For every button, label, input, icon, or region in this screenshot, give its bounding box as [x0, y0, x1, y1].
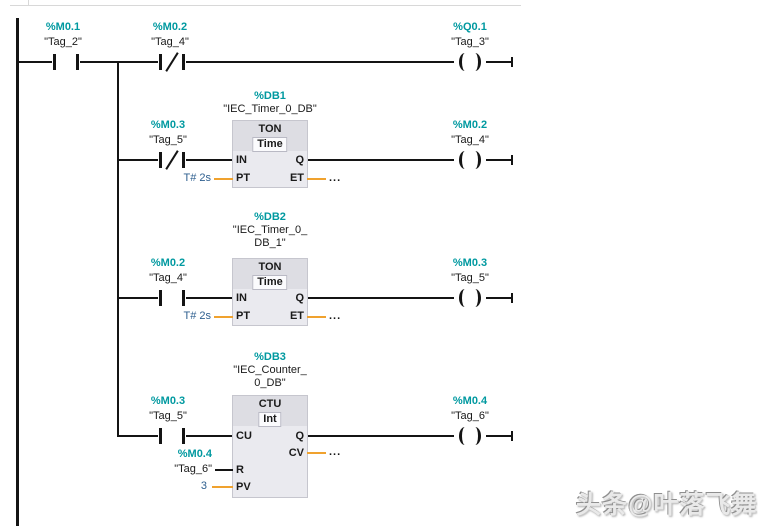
- pin-et: ET: [289, 172, 304, 184]
- rung2-wire-right: [307, 159, 513, 161]
- cv-output-placeholder[interactable]: ...: [329, 446, 342, 458]
- rung3-end-tick: [511, 293, 513, 303]
- block-type-label: TON: [258, 123, 282, 135]
- operand-address[interactable]: %M0.3: [150, 119, 186, 131]
- pv-constant-value[interactable]: 3: [200, 480, 207, 492]
- pt-wire: [214, 178, 233, 180]
- no-contact-icon[interactable]: [52, 54, 80, 70]
- coil-icon[interactable]: [454, 289, 486, 307]
- r-operand-address[interactable]: %M0.4: [177, 448, 212, 460]
- operand-address[interactable]: %M0.4: [452, 395, 488, 407]
- operand-name[interactable]: "Tag_4": [151, 36, 189, 48]
- pin-q: Q: [295, 154, 304, 166]
- db-instance-address[interactable]: %DB3: [254, 351, 286, 363]
- ctu-counter-block[interactable]: CTU Int CU R PV Q CV: [232, 395, 308, 498]
- network-border-tick: [28, 0, 29, 5]
- pin-pv: PV: [236, 481, 251, 493]
- db-instance-name-line1[interactable]: "IEC_Counter_: [233, 364, 307, 376]
- operand-address[interactable]: %M0.3: [452, 257, 488, 269]
- block-datatype-dropdown[interactable]: Int: [258, 412, 282, 427]
- operand-name[interactable]: "Tag_5": [149, 410, 187, 422]
- operand-name[interactable]: "Tag_5": [451, 272, 489, 284]
- et-output-placeholder[interactable]: ...: [329, 310, 342, 322]
- pt-constant-value[interactable]: T# 2s: [183, 310, 211, 322]
- rung3-wire-right: [307, 297, 513, 299]
- rung2-end-tick: [511, 155, 513, 165]
- operand-address[interactable]: %Q0.1: [453, 21, 487, 33]
- block-datatype-dropdown[interactable]: Time: [252, 137, 288, 152]
- pt-wire: [214, 316, 233, 318]
- operand-address[interactable]: %M0.2: [152, 21, 188, 33]
- rung4-wire-right: [307, 435, 513, 437]
- operand-name[interactable]: "Tag_2": [44, 36, 82, 48]
- block-datatype-dropdown[interactable]: Time: [252, 275, 288, 290]
- pin-cv: CV: [288, 447, 304, 459]
- no-contact-icon[interactable]: [158, 290, 186, 306]
- ton-timer-block[interactable]: TON Time IN PT Q ET: [232, 258, 308, 326]
- operand-name[interactable]: "Tag_4": [451, 134, 489, 146]
- operand-name[interactable]: "Tag_5": [149, 134, 187, 146]
- et-wire: [307, 178, 326, 180]
- block-type-label: TON: [258, 261, 282, 273]
- r-operand-name[interactable]: "Tag_6": [174, 463, 212, 475]
- pin-q: Q: [295, 292, 304, 304]
- r-wire: [215, 469, 233, 471]
- coil-icon[interactable]: [454, 151, 486, 169]
- nc-contact-icon[interactable]: [158, 150, 186, 170]
- no-contact-icon[interactable]: [158, 428, 186, 444]
- pin-pt: PT: [236, 310, 251, 322]
- pv-wire: [212, 486, 233, 488]
- operand-address[interactable]: %M0.1: [45, 21, 81, 33]
- db-instance-name[interactable]: "IEC_Timer_0_DB": [223, 103, 317, 115]
- network-top-border: [10, 5, 521, 6]
- coil-icon[interactable]: [454, 53, 486, 71]
- power-rail: [16, 18, 19, 526]
- branch-rail: [117, 61, 119, 437]
- operand-name[interactable]: "Tag_6": [451, 410, 489, 422]
- pin-cu: CU: [236, 430, 252, 442]
- pin-pt: PT: [236, 172, 251, 184]
- coil-icon[interactable]: [454, 427, 486, 445]
- pin-in: IN: [236, 292, 247, 304]
- pin-in: IN: [236, 154, 247, 166]
- watermark-text: 头条@叶落飞舞泣: [576, 491, 758, 519]
- pin-q: Q: [295, 430, 304, 442]
- operand-name[interactable]: "Tag_4": [149, 272, 187, 284]
- ton-timer-block[interactable]: TON Time IN PT Q ET: [232, 120, 308, 188]
- rung1-end-tick: [511, 57, 513, 67]
- db-instance-name-line1[interactable]: "IEC_Timer_0_: [232, 224, 308, 236]
- block-type-label: CTU: [258, 398, 282, 410]
- db-instance-name-line2[interactable]: DB_1": [254, 237, 286, 249]
- et-output-placeholder[interactable]: ...: [329, 172, 342, 184]
- pin-et: ET: [289, 310, 304, 322]
- et-wire: [307, 316, 326, 318]
- pin-r: R: [236, 464, 244, 476]
- rung4-end-tick: [511, 431, 513, 441]
- db-instance-name-line2[interactable]: 0_DB": [254, 377, 286, 389]
- db-instance-address[interactable]: %DB2: [254, 211, 286, 223]
- db-instance-address[interactable]: %DB1: [254, 90, 286, 102]
- operand-name[interactable]: "Tag_3": [451, 36, 489, 48]
- rung1-wire: [17, 61, 513, 63]
- operand-address[interactable]: %M0.2: [150, 257, 186, 269]
- pt-constant-value[interactable]: T# 2s: [183, 172, 211, 184]
- nc-contact-icon[interactable]: [158, 52, 186, 72]
- operand-address[interactable]: %M0.2: [452, 119, 488, 131]
- operand-address[interactable]: %M0.3: [150, 395, 186, 407]
- cv-wire: [307, 452, 326, 454]
